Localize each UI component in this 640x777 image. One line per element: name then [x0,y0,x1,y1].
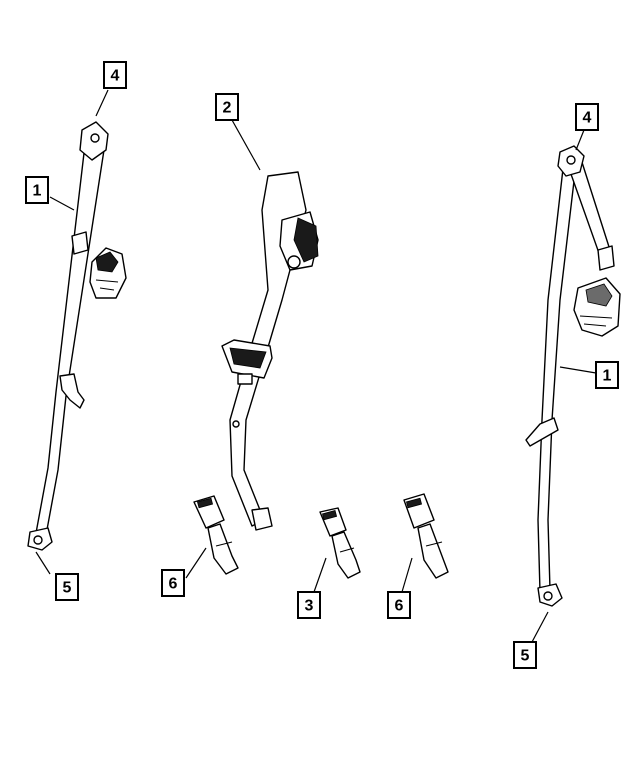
callout-center-2: 2 [215,93,239,121]
left-retractor [89,247,127,299]
callout-label: 2 [223,100,232,117]
callout-label: 5 [521,648,530,665]
left-seat-belt-assembly [27,121,127,551]
center-retractor [279,211,319,271]
callout-center-6b: 6 [387,591,411,619]
buckle-left [193,495,239,575]
leader-lines [35,89,597,643]
left-belt-guide [71,231,89,255]
callout-label: 3 [305,598,314,615]
right-seat-belt-assembly [525,145,621,607]
callout-label: 5 [63,580,72,597]
left-upper-anchor-bolt [90,133,100,143]
buckle-right [403,493,449,579]
buckle-center [319,507,361,579]
callout-label: 1 [33,183,42,200]
left-mid-bracket [59,373,85,409]
callout-label: 6 [169,576,178,593]
callout-left-5: 5 [55,573,79,601]
right-belt-guide [597,245,615,271]
callout-label: 1 [603,368,612,385]
right-retractor [573,277,621,337]
callout-label: 4 [111,68,120,85]
callout-center-3: 3 [297,591,321,619]
callout-label: 6 [395,598,404,615]
callout-right-4: 4 [575,103,599,131]
center-belt-end-tab [251,507,273,531]
callout-left-4: 4 [103,61,127,89]
callout-right-1: 1 [595,361,619,389]
center-latch-plate [221,339,273,385]
right-belt-strap [537,159,577,593]
callout-center-6: 6 [161,569,185,597]
center-lap-belt [221,171,319,531]
callout-right-5: 5 [513,641,537,669]
right-side-clip [525,417,559,447]
callout-label: 4 [583,110,592,127]
callout-left-1: 1 [25,176,49,204]
